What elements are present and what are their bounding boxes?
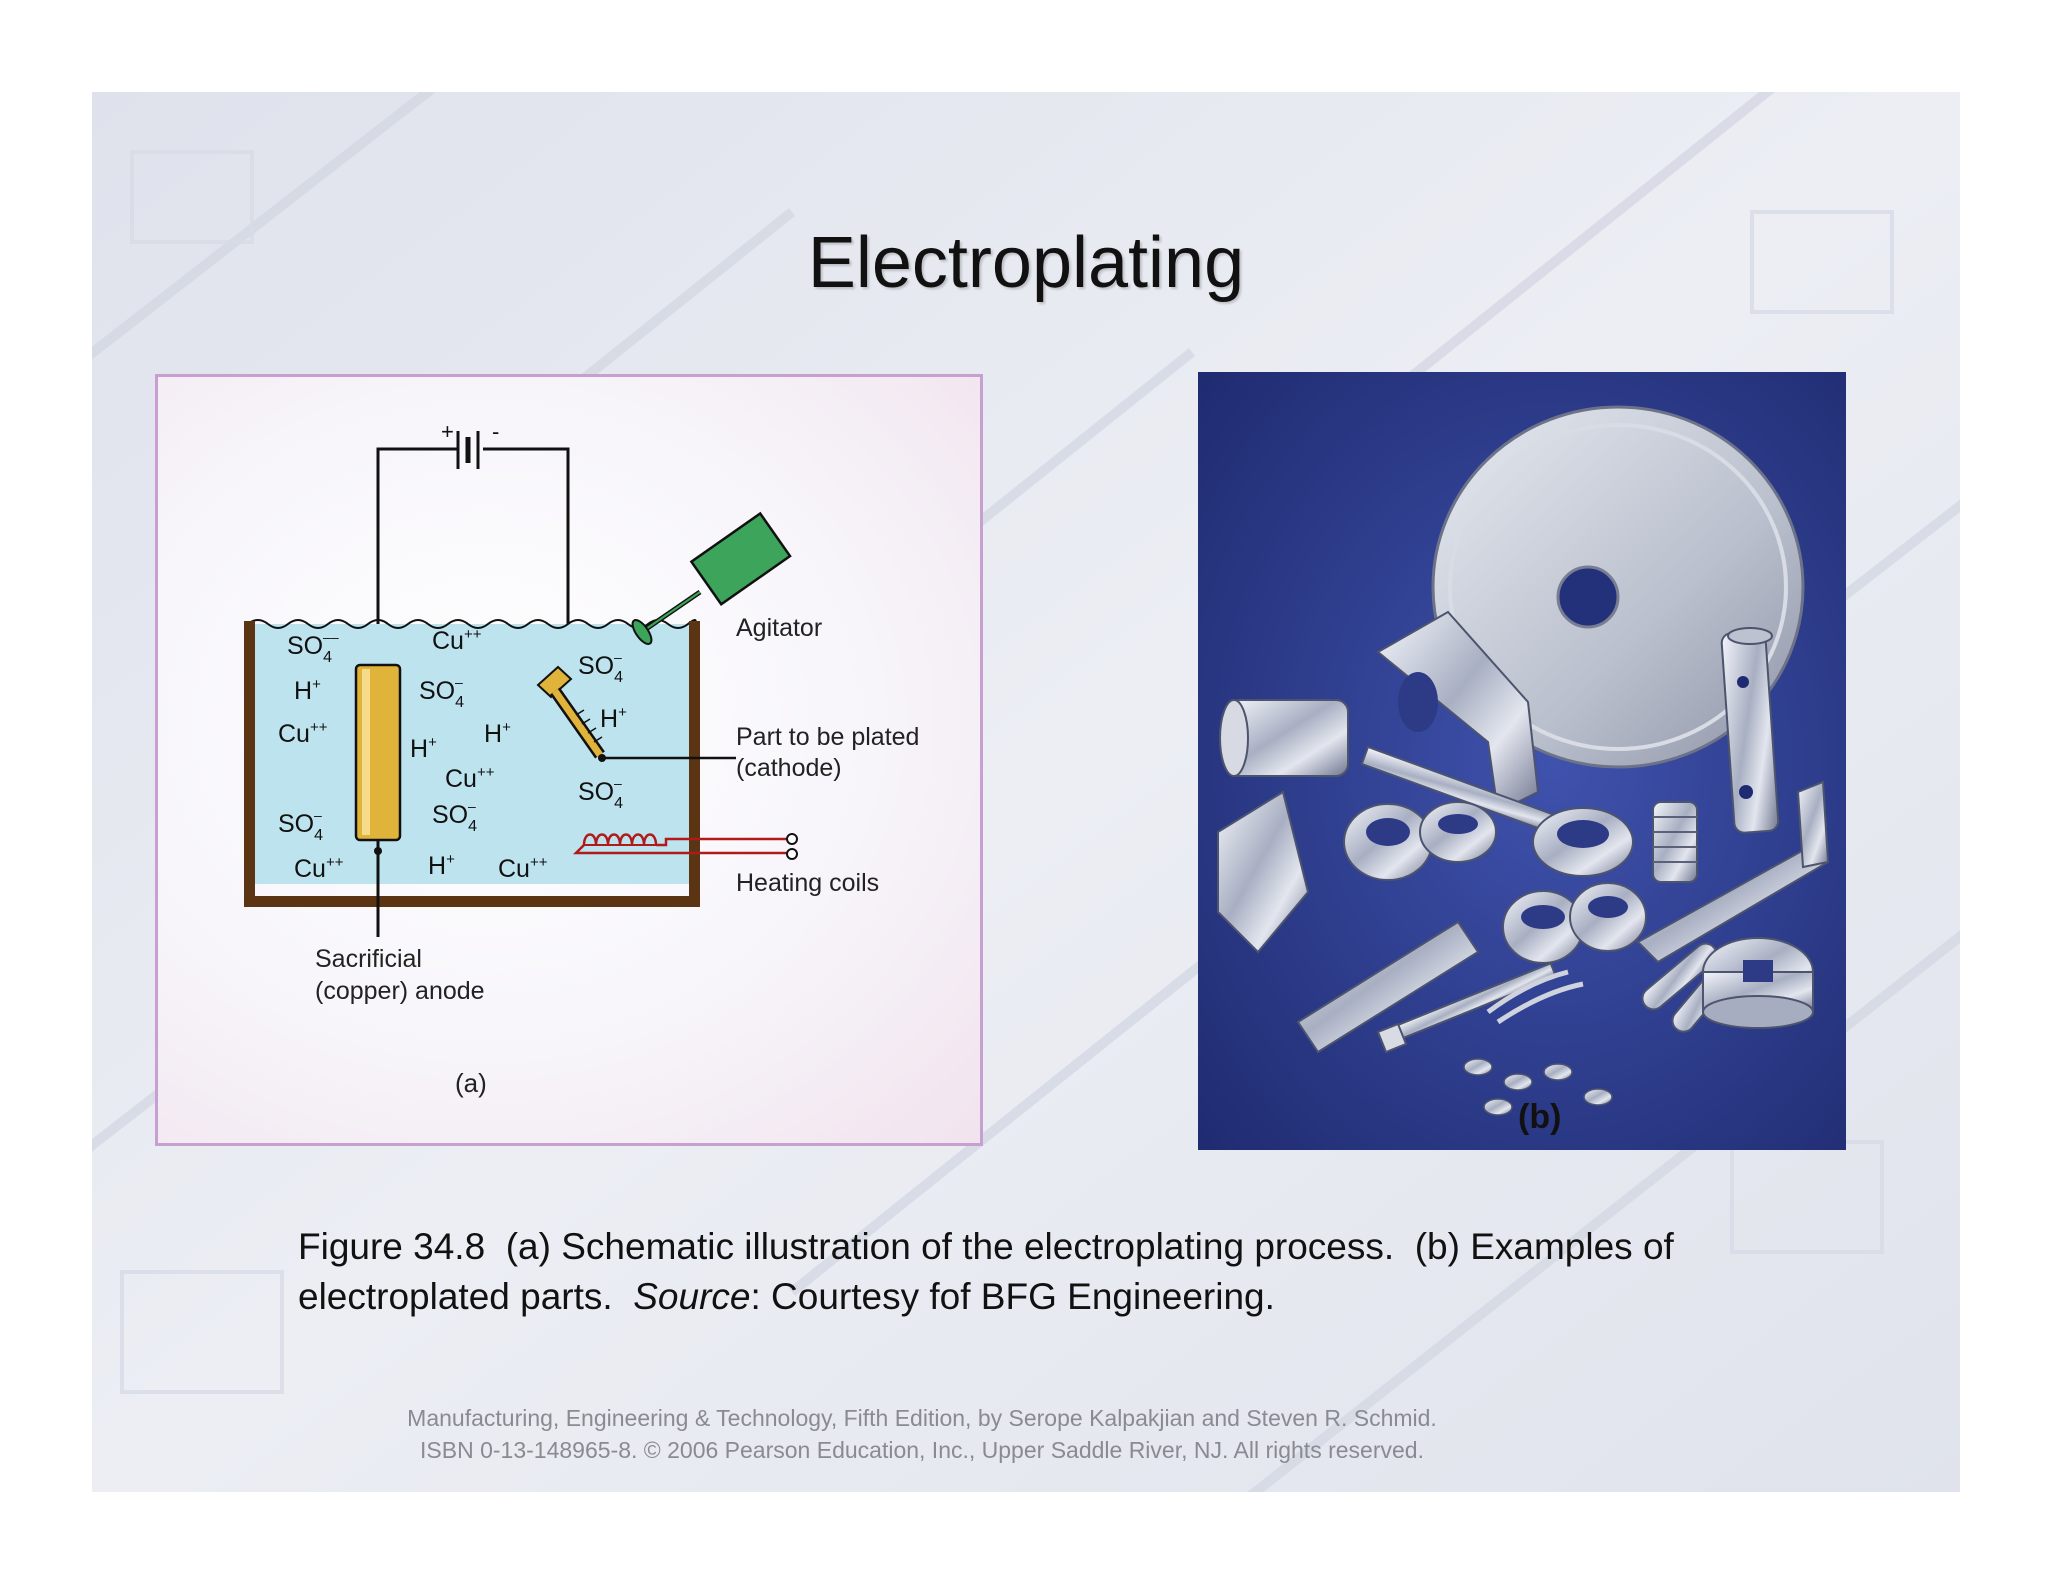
cathode-label: (cathode) bbox=[736, 754, 842, 782]
battery-icon bbox=[456, 431, 480, 469]
caption-part-a: (a) Schematic illustration of the electr… bbox=[505, 1226, 1395, 1267]
panel-a-label: (a) bbox=[455, 1068, 487, 1098]
electroplating-schematic: + - bbox=[155, 374, 983, 1146]
ion-so4: SO4– bbox=[419, 674, 464, 711]
agitator-label: Agitator bbox=[736, 614, 822, 642]
figure-caption: Figure 34.8 (a) Schematic illustration o… bbox=[298, 1222, 1798, 1322]
anode-label-line2: (copper) anode bbox=[315, 977, 485, 1005]
ion-h: H+ bbox=[410, 734, 437, 763]
heating-coils-label: Heating coils bbox=[736, 869, 879, 897]
cathode-part bbox=[536, 665, 606, 762]
ion-so4: SO4– bbox=[432, 798, 477, 835]
agitator-icon bbox=[631, 511, 792, 645]
caption-source-label: Source bbox=[633, 1276, 751, 1317]
battery-plus-label: + bbox=[441, 419, 454, 444]
ion-h: H+ bbox=[484, 719, 511, 748]
plated-parts-illustration bbox=[1217, 405, 1830, 1116]
slide: Electroplating + - bbox=[92, 92, 1960, 1492]
figure-number: Figure 34.8 bbox=[298, 1226, 486, 1267]
ion-h: H+ bbox=[294, 676, 321, 705]
ion-cu: Cu++ bbox=[498, 854, 548, 883]
ion-cu: Cu++ bbox=[432, 626, 482, 655]
ion-labels: SO4–– H+ Cu++ SO4– Cu++ Cu++ SO4– H+ H+ … bbox=[278, 626, 627, 883]
ion-so4: SO4–– bbox=[287, 629, 339, 666]
heating-coil-icon bbox=[572, 833, 798, 860]
footer-line1: Manufacturing, Engineering & Technology,… bbox=[407, 1405, 1437, 1431]
panel-b-label: (b) bbox=[1518, 1098, 1562, 1136]
part-label: Part to be plated bbox=[736, 723, 919, 751]
ion-cu: Cu++ bbox=[445, 764, 495, 793]
liquid-surface bbox=[247, 619, 697, 629]
ion-so4: SO4– bbox=[578, 649, 623, 686]
anode-junction bbox=[374, 847, 382, 855]
ion-h: H+ bbox=[428, 851, 455, 880]
anode-label-line1: Sacrificial bbox=[315, 945, 422, 973]
callout-labels: Agitator Part to be plated (cathode) Hea… bbox=[315, 614, 919, 1005]
ion-cu: Cu++ bbox=[278, 719, 328, 748]
ion-cu: Cu++ bbox=[294, 854, 344, 883]
footer-line2: ISBN 0-13-148965-8. © 2006 Pearson Educa… bbox=[420, 1437, 1424, 1463]
caption-source-text: : Courtesy fof BFG Engineering. bbox=[750, 1276, 1275, 1317]
copyright-footer: Manufacturing, Engineering & Technology,… bbox=[92, 1402, 1752, 1466]
caption-part-b: (b) Examples of electroplated parts. bbox=[298, 1226, 1674, 1317]
ion-so4: SO4– bbox=[278, 807, 323, 844]
slide-title: Electroplating bbox=[807, 223, 1245, 303]
ion-so4: SO4– bbox=[578, 775, 623, 812]
ion-h: H+ bbox=[600, 704, 627, 733]
electroplated-parts-photo: (b) bbox=[1198, 372, 1846, 1150]
battery-minus-label: - bbox=[492, 419, 499, 444]
anode-highlight bbox=[362, 669, 370, 835]
